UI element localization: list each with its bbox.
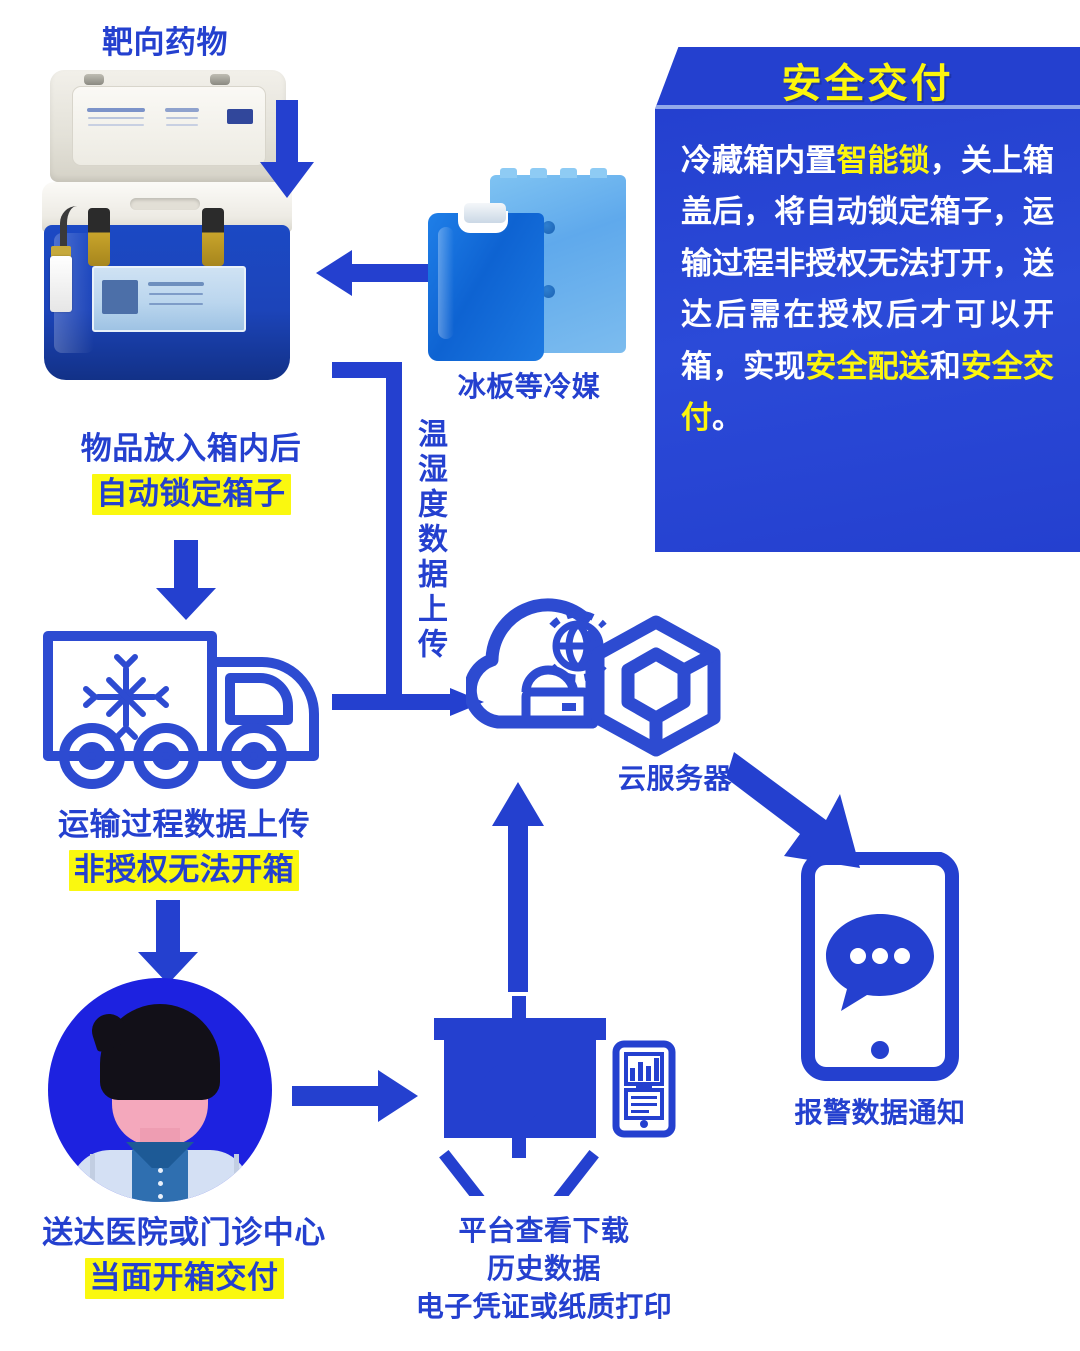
label-transit-line1: 运输过程数据上传	[58, 807, 310, 842]
label-temp-humidity-upload: 温湿度数据上传	[413, 418, 446, 663]
label-transit-group: 运输过程数据上传 非授权无法开箱	[24, 806, 344, 891]
cooler-handle	[130, 198, 200, 210]
cooler-lid-chip	[227, 109, 253, 124]
panel-text-highlight: 安全配送	[805, 348, 930, 384]
cooler-hinge-left	[84, 74, 104, 85]
arrow-right-icon-doctor-to-platform	[292, 1070, 418, 1122]
cooler-hinge-right	[210, 74, 230, 85]
cooler-vial-cap	[51, 246, 71, 258]
cooler-lid	[50, 70, 286, 182]
label-auto-lock-line2: 自动锁定箱子	[36, 473, 346, 515]
cooler-lid-inner-panel	[72, 86, 266, 166]
panel-lid	[655, 47, 1080, 109]
presentation-chart-icon	[434, 996, 676, 1196]
ice-pack-photo	[428, 168, 628, 365]
stethoscope-icon-left	[90, 1154, 143, 1202]
snowflake-icon	[83, 654, 169, 740]
doctor-avatar	[48, 978, 272, 1202]
label-transit-line2: 非授权无法开箱	[24, 849, 344, 891]
doctor-shirt-buttons	[158, 1168, 163, 1173]
arrow-down-icon-transit-to-doctor	[138, 900, 198, 984]
label-delivery-line2: 当面开箱交付	[14, 1257, 354, 1299]
arrow-left-icon-icepack-to-cooler	[316, 250, 428, 296]
arrow-up-icon-platform-to-cloud	[492, 782, 544, 992]
panel-lid-divider	[655, 105, 1080, 109]
panel-text-run: 冷藏箱内置	[681, 143, 837, 178]
label-platform-line3: 电子凭证或纸质打印	[415, 1291, 673, 1323]
label-platform-line1: 平台查看下载	[458, 1215, 630, 1246]
panel-text-run: ，关上箱盖后，将自动锁定箱子，运输过程非授权无法打开，送达后需在授权后才可以开箱…	[681, 143, 1055, 384]
cooler-panel-text-rows	[148, 282, 204, 286]
arrow-down-icon-drug-to-cooler	[260, 100, 314, 198]
smartphone-message-icon	[801, 852, 959, 1081]
panel-title: 安全交付	[781, 62, 954, 106]
panel-body: 冷藏箱内置智能锁，关上箱盖后，将自动锁定箱子，运输过程非授权无法打开，送达后需在…	[655, 109, 1080, 552]
ice-pack-cap	[464, 203, 506, 223]
label-platform-line2: 历史数据	[486, 1253, 601, 1285]
arrow-down-right-icon-cloud-to-phone	[726, 752, 860, 868]
cooler-control-panel	[92, 266, 246, 332]
cooler-vial	[50, 256, 72, 312]
label-cloud-server: 云服务器	[617, 763, 732, 794]
panel-paragraph: 冷藏箱内置智能锁，关上箱盖后，将自动锁定箱子，运输过程非授权无法打开，送达后需在…	[681, 135, 1054, 444]
refrigerated-truck-icon	[43, 631, 319, 789]
cooler-tube	[60, 206, 77, 278]
label-delivery-group: 送达医院或门诊中心 当面开箱交付	[14, 1214, 354, 1299]
label-auto-lock-line1: 物品放入箱内后	[80, 431, 302, 466]
label-alarm-notification: 报警数据通知	[794, 1097, 966, 1128]
cooler-latch-right	[202, 208, 224, 266]
stethoscope-icon-right	[198, 1154, 239, 1202]
panel-text-run: 。	[712, 400, 743, 436]
label-delivery-line1: 送达医院或门诊中心	[42, 1215, 326, 1250]
panel-text-run: 和	[929, 348, 961, 384]
cooler-box-photo	[42, 70, 292, 380]
cooler-panel-screen	[102, 280, 138, 314]
panel-text-highlight: 安全交付	[681, 348, 1055, 436]
security-delivery-panel: 冷藏箱内置智能锁，关上箱盖后，将自动锁定箱子，运输过程非授权无法打开，送达后需在…	[655, 47, 1080, 552]
arrow-down-icon-lock-to-truck	[156, 540, 216, 620]
cooler-lid-text-lines-2	[165, 108, 199, 112]
doctor-avatar-circle	[48, 978, 272, 1202]
ice-pack-gloss	[438, 227, 454, 339]
cloud-server-icon	[466, 598, 721, 757]
panel-text-highlight: 智能锁	[836, 143, 930, 178]
label-platform-group: 平台查看下载 历史数据 电子凭证或纸质打印	[374, 1214, 714, 1324]
label-auto-lock-group: 物品放入箱内后 自动锁定箱子	[36, 430, 346, 515]
chat-bubble-icon	[826, 914, 934, 1011]
cooler-lid-text-lines	[87, 108, 145, 112]
cooler-latch-left	[88, 208, 110, 266]
label-targeted-drug: 靶向药物	[102, 25, 228, 60]
ice-pack-front	[428, 203, 544, 361]
label-ice-pack: 冰板等冷媒	[457, 371, 601, 402]
